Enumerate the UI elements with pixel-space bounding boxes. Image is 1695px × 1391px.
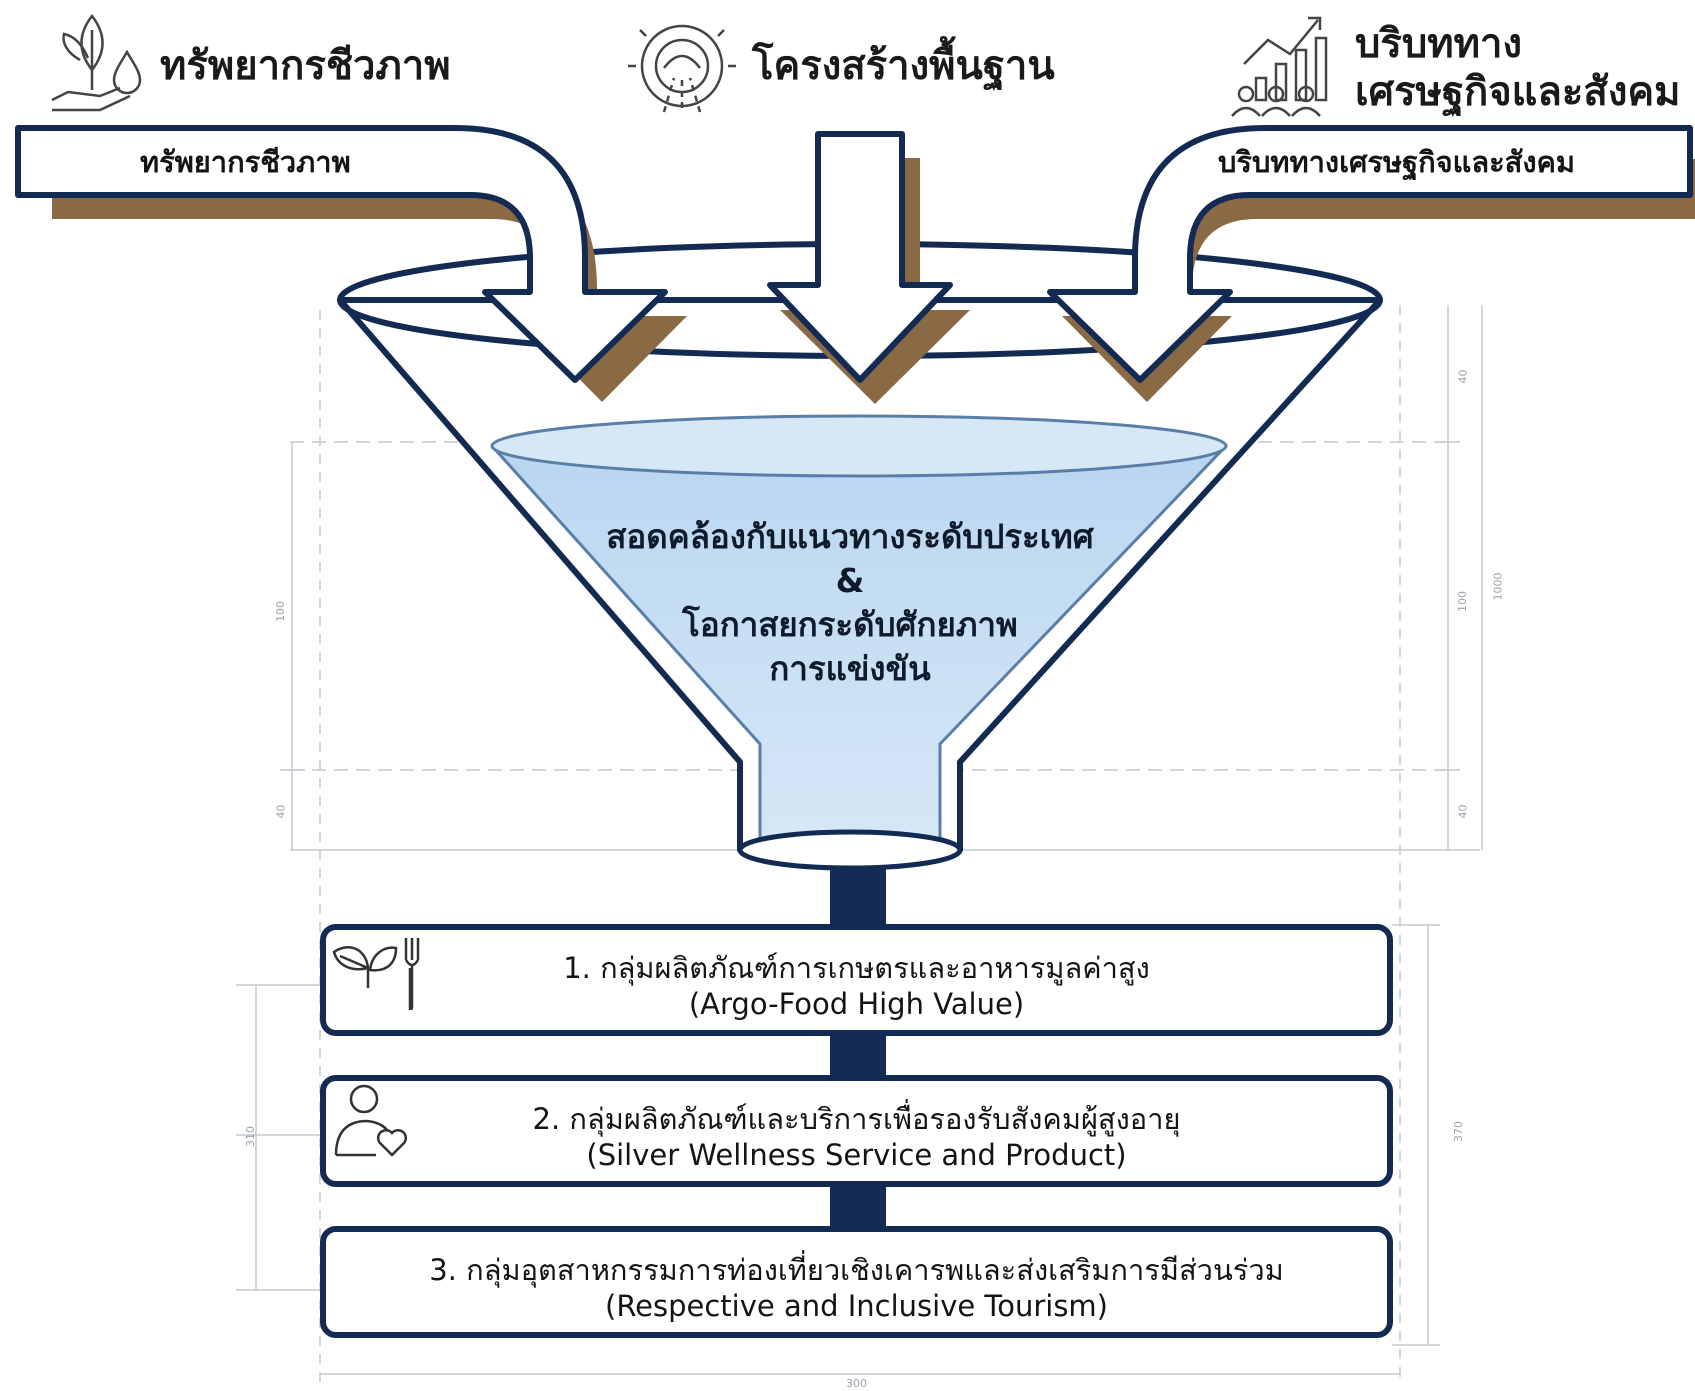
dim-left-mid: 100 <box>274 601 287 622</box>
cluster-1-title: 1. กลุ่มผลิตภัณฑ์การเกษตรและอาหารมูลค่าส… <box>563 951 1150 985</box>
cluster-box-3: 3. กลุ่มอุตสาหกรรมการท่องเที่ยวเชิงเคารพ… <box>320 1226 1393 1338</box>
header-socioeconomic-label-line1: บริบททาง <box>1355 21 1522 67</box>
funnel-caption: สอดคล้องกับแนวทางระดับประเทศ & โอกาสยกระ… <box>520 515 1180 691</box>
dim-boxes-left: 310 <box>244 1126 257 1147</box>
right-pipe-arrow <box>1047 125 1695 402</box>
cluster-2-subtitle: (Silver Wellness Service and Product) <box>586 1138 1127 1172</box>
funnel-line2: & <box>835 561 865 600</box>
header-infrastructure-label: โครงสร้างพื้นฐาน <box>752 43 1055 89</box>
person-heart-icon <box>334 1084 408 1157</box>
dim-left-low: 40 <box>274 804 288 819</box>
center-arrow <box>767 131 970 404</box>
dim-bottom-width: 300 <box>846 1377 867 1390</box>
dimension-guides <box>236 305 1483 1385</box>
dim-right-total: 1000 <box>1491 572 1505 601</box>
header-socioeconomic-label-line2: เศรษฐกิจและสังคม <box>1355 69 1681 115</box>
gear-road-icon <box>628 24 736 113</box>
funnel-line4: การแข่งขัน <box>769 649 931 688</box>
dim-right-mid: 100 <box>1456 591 1469 612</box>
growth-chart-people-icon <box>1231 16 1328 117</box>
funnel-line1: สอดคล้องกับแนวทางระดับประเทศ <box>606 517 1094 556</box>
cluster-3-subtitle: (Respective and Inclusive Tourism) <box>605 1289 1108 1323</box>
header-biological-label: ทรัพยากรชีวภาพ <box>160 43 451 89</box>
left-pipe-arrow <box>15 125 687 402</box>
funnel-line3: โอกาสยกระดับศักยภาพ <box>682 605 1018 644</box>
cluster-2-title: 2. กลุ่มผลิตภัณฑ์และบริการเพื่อรองรับสัง… <box>532 1102 1181 1136</box>
cluster-box-1: 1. กลุ่มผลิตภัณฑ์การเกษตรและอาหารมูลค่าส… <box>320 924 1393 1036</box>
left-pipe-label: ทรัพยากรชีวภาพ <box>140 145 351 179</box>
cluster-box-2: 2. กลุ่มผลิตภัณฑ์และบริการเพื่อรองรับสัง… <box>320 1075 1393 1187</box>
connector-bar <box>830 866 886 1246</box>
right-pipe-label: บริบททางเศรษฐกิจและสังคม <box>1218 145 1576 179</box>
plant-water-hand-icon <box>51 13 142 112</box>
cluster-3-title: 3. กลุ่มอุตสาหกรรมการท่องเที่ยวเชิงเคารพ… <box>429 1253 1284 1287</box>
dim-right-low: 40 <box>1456 804 1470 819</box>
dim-right-top: 40 <box>1456 369 1470 384</box>
leaf-fork-icon <box>332 938 420 1010</box>
dim-boxes-right: 370 <box>1452 1121 1465 1142</box>
funnel-shape <box>337 241 1383 871</box>
cluster-1-subtitle: (Argo-Food High Value) <box>688 987 1025 1021</box>
